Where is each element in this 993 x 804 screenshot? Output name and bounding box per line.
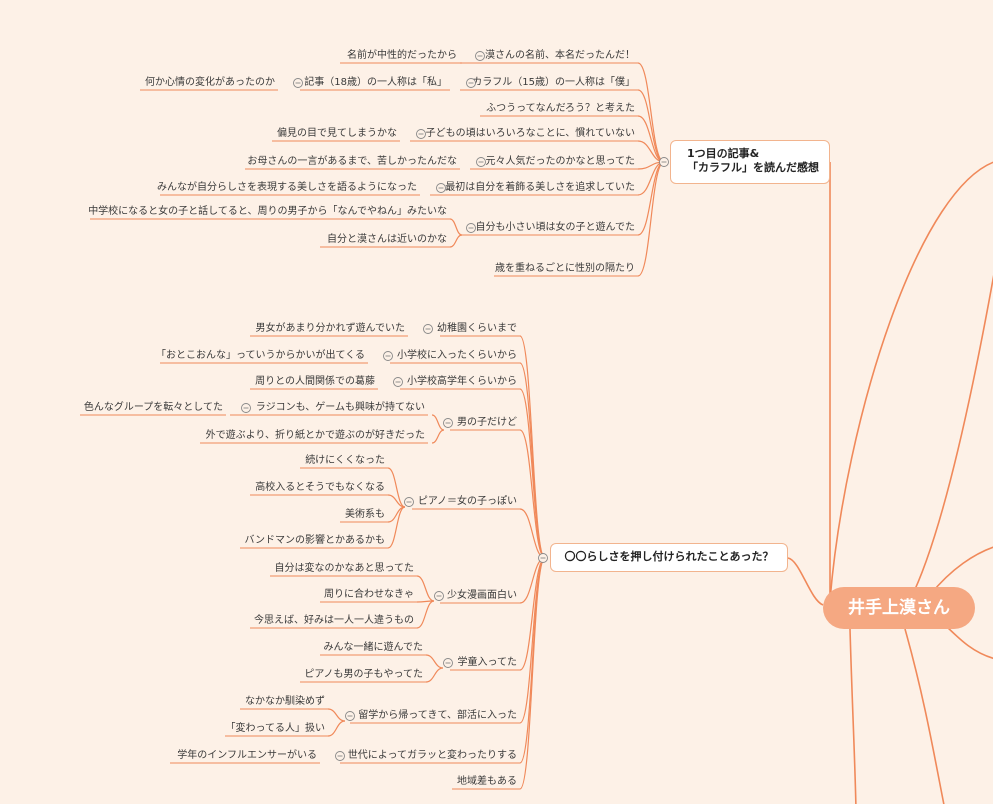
topic-label[interactable]: 男女があまり分かれず遊んでいた <box>256 321 406 334</box>
topic-label[interactable]: 自分も小さい頃は女の子と遊んでた <box>476 220 636 233</box>
topic-label[interactable]: ラジコンも、ゲームも興味が持てない <box>256 400 425 413</box>
branch-topic-pressured-stereotypes[interactable]: 〇〇らしさを押し付けられたことあった？ <box>550 543 788 572</box>
edge-branch1-topic <box>637 161 665 277</box>
edge-sub <box>431 414 445 431</box>
collapse-icon[interactable] <box>443 658 453 668</box>
branch-topic-line-1: 1つ目の記事& <box>687 147 760 160</box>
topic-label[interactable]: 名前が中性的だったから <box>347 48 457 61</box>
collapse-icon[interactable] <box>659 157 669 167</box>
topic-label[interactable]: ふつうってなんだろう？と考えた <box>486 102 635 114</box>
topic-label[interactable]: 学童入ってた <box>458 655 518 668</box>
topic-label[interactable]: 「おとこおんな」っていうからかいが出てくる <box>156 348 365 361</box>
topic-label[interactable]: 最初は自分を着飾る美しさを追求していた <box>445 180 635 193</box>
topic-label[interactable]: 元々人気だったのかなと思ってた <box>486 154 636 167</box>
edge-sub <box>449 218 463 236</box>
topic-label[interactable]: ピアノ＝女の子っぽい <box>418 494 517 507</box>
collapse-icon[interactable] <box>404 497 414 507</box>
topic-label[interactable]: みんなが自分らしさを表現する美しさを語るようになった <box>157 180 417 193</box>
collapse-icon[interactable] <box>293 78 303 88</box>
central-topic[interactable]: 井手上漠さん <box>823 587 975 629</box>
edge-central-offscreen-2 <box>909 274 993 601</box>
edge-sub <box>425 667 444 683</box>
edge-central-offscreen-1 <box>829 161 993 601</box>
collapse-icon[interactable] <box>241 403 251 413</box>
topic-label[interactable]: 地域差もある <box>457 774 517 787</box>
edge-central-branch2 <box>787 557 824 606</box>
collapse-icon[interactable] <box>538 553 548 563</box>
collapse-icon[interactable] <box>423 324 433 334</box>
topic-label[interactable]: 小学校高学年くらいから <box>407 374 517 387</box>
topic-label[interactable]: 歳を重ねるごとに性別の隔たり <box>495 261 635 274</box>
topic-label[interactable]: お母さんの一言があるまで、苦しかったんだな <box>247 154 457 167</box>
collapse-icon[interactable] <box>466 223 476 233</box>
collapse-icon[interactable] <box>335 751 345 761</box>
edge-branch2-topic <box>519 557 546 764</box>
branch-topic-line-2: 「カラフル」を読んだ感想 <box>687 161 819 174</box>
edge-sub <box>387 506 406 549</box>
topic-label[interactable]: 色んなグループを転々としてた <box>84 400 223 413</box>
collapse-icon[interactable] <box>345 711 355 721</box>
collapse-icon[interactable] <box>393 377 403 387</box>
topic-label[interactable]: 漠さんの名前、本名だったんだ！ <box>485 48 635 61</box>
topic-label[interactable]: 外で遊ぶより、折り紙とかで遊ぶのが好きだった <box>206 428 425 441</box>
collapse-icon[interactable] <box>476 157 486 167</box>
topic-label[interactable]: 学年のインフルエンサーがいる <box>177 748 317 761</box>
edge-sub <box>416 600 435 629</box>
edge-sub <box>416 575 435 602</box>
edge-branch2-topic <box>519 362 546 559</box>
edge-sub <box>431 429 445 444</box>
collapse-icon[interactable] <box>434 591 444 601</box>
topic-label[interactable]: ピアノも男の子もやってた <box>304 668 423 680</box>
edge-branch2-topic <box>519 388 546 559</box>
collapse-icon[interactable] <box>436 183 446 193</box>
topic-label[interactable]: 続けにくくなった <box>305 453 385 466</box>
collapse-icon[interactable] <box>466 78 476 88</box>
topic-label[interactable]: 中学校になると女の子と話してると、周りの男子から「なんでやねん」みたいな <box>88 204 447 217</box>
topic-label[interactable]: 偏見の目で見てしまうかな <box>277 126 397 139</box>
topic-label[interactable]: 小学校に入ったくらいから <box>397 348 517 361</box>
topic-label[interactable]: 周りとの人間関係での葛藤 <box>255 374 375 387</box>
edge-branch2-topic <box>519 429 546 559</box>
edge-sub <box>327 708 346 722</box>
topic-label[interactable]: カラフル（15歳）の一人称は「僕」 <box>472 75 635 88</box>
edge-sub <box>425 654 444 669</box>
topic-label[interactable]: 子どもの頃はいろいろなことに、慣れていない <box>426 126 635 139</box>
edge-sub <box>327 720 346 737</box>
topic-label[interactable]: 何か心情の変化があったのか <box>145 75 275 88</box>
edge-central-offscreen-6 <box>849 628 857 804</box>
topic-label[interactable]: 男の子だけど <box>457 416 517 428</box>
edge-spacer <box>830 162 857 590</box>
topic-label[interactable]: 今思えば、好みは一人一人違うもの <box>254 613 414 626</box>
branch-topic-first-article[interactable]: 1つ目の記事& 「カラフル」を読んだ感想 <box>670 140 830 184</box>
collapse-icon[interactable] <box>475 51 485 61</box>
collapse-icon[interactable] <box>383 351 393 361</box>
edge-sub <box>449 234 463 248</box>
topic-label[interactable]: 周りに合わせなきゃ <box>324 587 414 600</box>
edge-branch2-topic <box>519 557 546 790</box>
edge-central-offscreen-5 <box>904 628 945 804</box>
topic-label[interactable]: バンドマンの影響とかあるかも <box>245 533 386 546</box>
topic-label[interactable]: なかなか馴染めず <box>245 694 325 707</box>
topic-label[interactable]: 記事（18歳）の一人称は「私」 <box>304 75 447 88</box>
collapse-icon[interactable] <box>416 129 426 139</box>
topic-label[interactable]: みんな一緒に遊んでた <box>324 640 424 653</box>
edge-sub <box>387 467 406 508</box>
topic-labels: 漠さんの名前、本名だったんだ！ カラフル（15歳）の一人称は「僕」ふつうってなんだ… <box>84 48 669 787</box>
topic-label[interactable]: 自分と漠さんは近いのかな <box>327 232 447 245</box>
topic-label[interactable]: 幼稚園くらいまで <box>437 321 517 334</box>
edge-branch2-topic <box>519 557 546 724</box>
topic-label[interactable]: 自分は変なのかなあと思ってた <box>275 561 415 574</box>
topic-label[interactable]: 世代によってガラッと変わったりする <box>348 748 517 761</box>
topic-label[interactable]: 「変わってる人」扱い <box>226 721 326 734</box>
topic-label[interactable]: 留学から帰ってきて、部活に入った <box>358 708 517 721</box>
collapse-icon[interactable] <box>443 418 453 428</box>
topic-label[interactable]: 少女漫画面白い <box>447 588 517 601</box>
topic-label[interactable]: 美術系も <box>345 507 385 520</box>
topic-label[interactable]: 高校入るとそうでもなくなる <box>255 480 385 493</box>
edge-branch1-topic <box>637 62 665 163</box>
